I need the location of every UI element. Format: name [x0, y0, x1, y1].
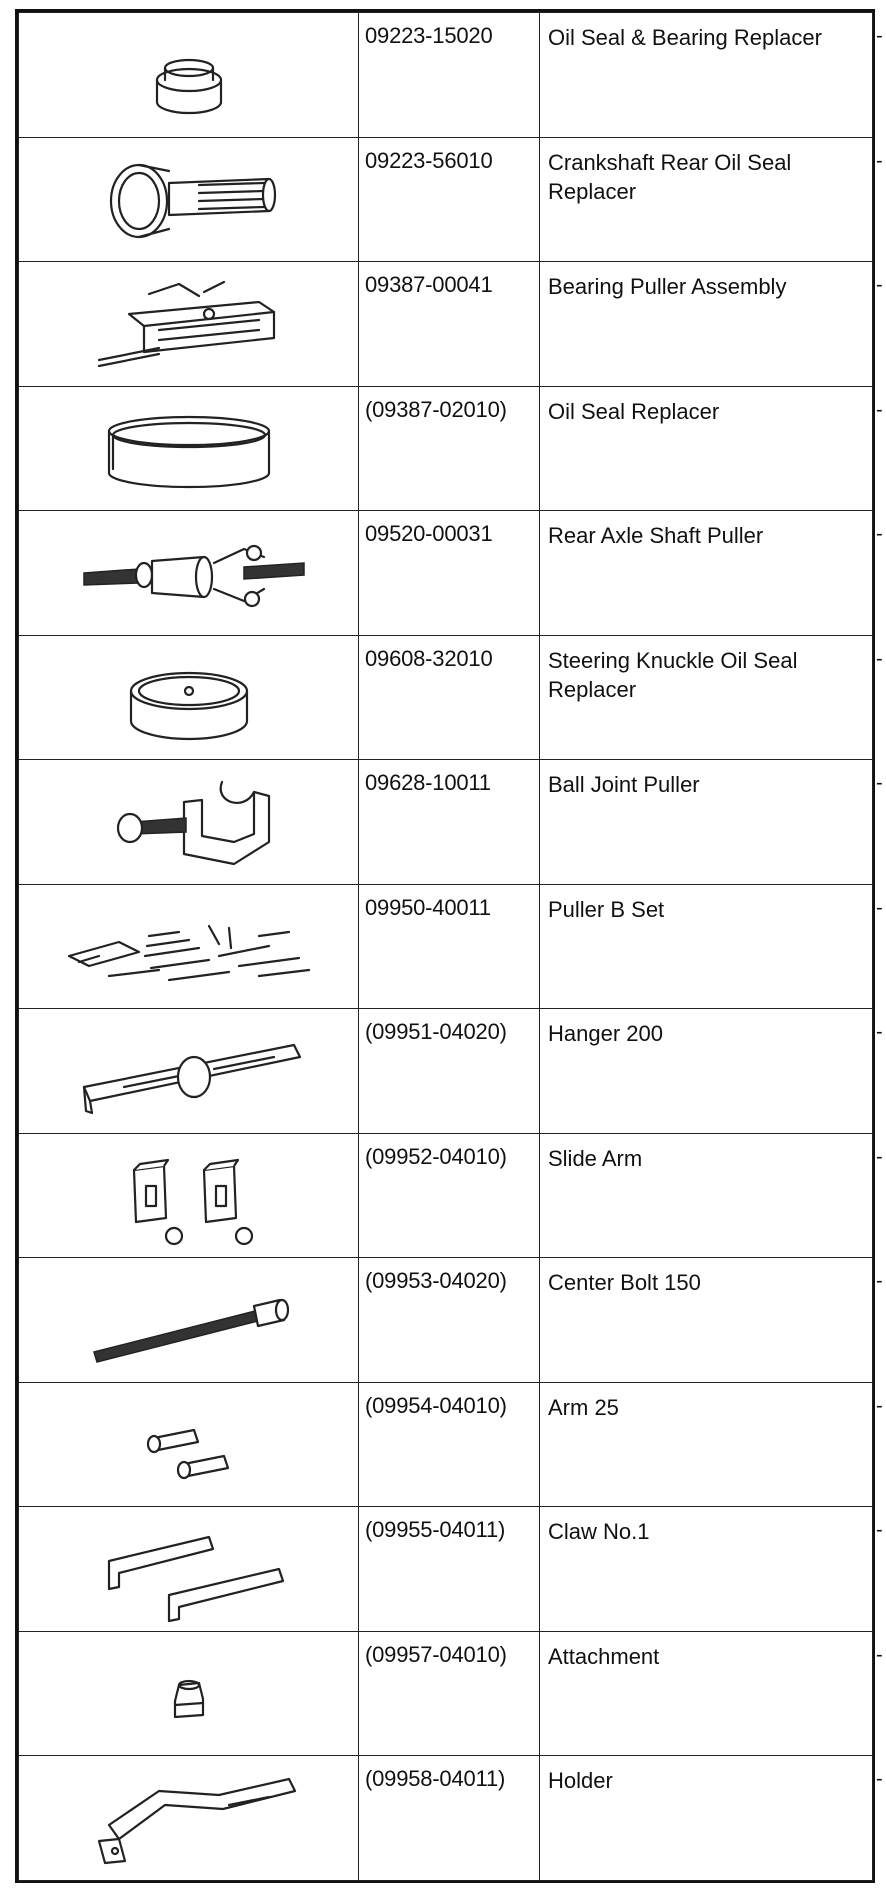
tool-name: Slide Arm — [539, 1132, 873, 1258]
seal-replacer-ring-icon — [155, 58, 222, 114]
table-row: 09628-10011 Ball Joint Puller - — [18, 759, 883, 885]
tool-name: Steering Knuckle Oil Seal Replacer — [539, 634, 873, 760]
part-number: (09953-04020) — [358, 1257, 540, 1383]
puller-set-icon — [67, 925, 310, 982]
tool-name: Bearing Puller Assembly — [539, 261, 873, 387]
arm-icon — [146, 1429, 229, 1480]
table-row: 09520-00031 Rear Axle Shaft Puller - — [18, 510, 883, 636]
tool-name: Oil Seal Replacer — [539, 385, 873, 511]
tool-illustration-cell — [18, 510, 359, 636]
slide-arm-icon — [132, 1159, 253, 1246]
tool-illustration-cell — [18, 1755, 359, 1881]
part-number: (09951-04020) — [358, 1008, 540, 1134]
tool-name: Holder — [539, 1755, 873, 1881]
tool-name: Rear Axle Shaft Puller — [539, 510, 873, 636]
tool-name: Center Bolt 150 — [539, 1257, 873, 1383]
special-tool-table: 09223-15020 Oil Seal & Bearing Replacer … — [18, 12, 883, 1881]
part-number: (09952-04010) — [358, 1132, 540, 1258]
tool-illustration-cell — [18, 759, 359, 885]
part-number: 09628-10011 — [358, 759, 540, 885]
part-number: (09958-04011) — [358, 1755, 540, 1881]
table-row: (09387-02010) Oil Seal Replacer - — [18, 385, 883, 511]
bearing-puller-icon — [97, 280, 275, 367]
tool-illustration-cell — [18, 1506, 359, 1632]
tool-sheet: 09223-15020 Oil Seal & Bearing Replacer … — [15, 9, 883, 1883]
tool-name: Oil Seal & Bearing Replacer — [539, 12, 873, 138]
part-number: 09223-56010 — [358, 136, 540, 262]
table-row: (09957-04010) Attachment - — [18, 1630, 883, 1756]
part-number: 09223-15020 — [358, 12, 540, 138]
tool-name: Attachment — [539, 1630, 873, 1756]
tool-name: Claw No.1 — [539, 1506, 873, 1632]
part-number: (09387-02010) — [358, 385, 540, 511]
tool-illustration-cell — [18, 136, 359, 262]
seal-ring-icon — [107, 416, 270, 489]
tool-name: Puller B Set — [539, 883, 873, 1009]
part-number: 09608-32010 — [358, 634, 540, 760]
tool-name: Arm 25 — [539, 1381, 873, 1507]
tool-illustration-cell — [18, 261, 359, 387]
attachment-icon — [173, 1679, 204, 1718]
tool-illustration-cell — [18, 385, 359, 511]
tool-illustration-cell — [18, 634, 359, 760]
part-number: (09954-04010) — [358, 1381, 540, 1507]
tool-name: Crankshaft Rear Oil Seal Replacer — [539, 136, 873, 262]
table-row: 09950-40011 Puller B Set - — [18, 883, 883, 1009]
crankshaft-seal-replacer-icon — [109, 164, 276, 239]
table-row: 09223-15020 Oil Seal & Bearing Replacer … — [18, 12, 883, 138]
table-row: (09952-04010) Slide Arm - — [18, 1132, 883, 1258]
part-number: 09950-40011 — [358, 883, 540, 1009]
part-number: 09520-00031 — [358, 510, 540, 636]
table-row: (09953-04020) Center Bolt 150 - — [18, 1257, 883, 1383]
tool-name: Hanger 200 — [539, 1008, 873, 1134]
holder-icon — [97, 1778, 296, 1865]
table-row: 09387-00041 Bearing Puller Assembly - — [18, 261, 883, 387]
tool-name: Ball Joint Puller — [539, 759, 873, 885]
ball-joint-puller-icon — [116, 780, 270, 865]
tool-illustration-cell — [18, 1257, 359, 1383]
knuckle-seal-replacer-icon — [129, 672, 248, 741]
table-row: 09223-56010 Crankshaft Rear Oil Seal Rep… — [18, 136, 883, 262]
claw-icon — [107, 1536, 284, 1623]
part-number: (09957-04010) — [358, 1630, 540, 1756]
table-row: (09955-04011) Claw No.1 - — [18, 1506, 883, 1632]
table-row: (09954-04010) Arm 25 - — [18, 1381, 883, 1507]
tool-illustration-cell — [18, 1381, 359, 1507]
center-bolt-icon — [92, 1298, 289, 1363]
tool-illustration-cell — [18, 12, 359, 138]
part-number: (09955-04011) — [358, 1506, 540, 1632]
table-row: (09951-04020) Hanger 200 - — [18, 1008, 883, 1134]
table-row: 09608-32010 Steering Knuckle Oil Seal Re… — [18, 634, 883, 760]
table-row: (09958-04011) Holder - — [18, 1755, 883, 1881]
axle-shaft-puller-icon — [82, 544, 305, 607]
part-number: 09387-00041 — [358, 261, 540, 387]
tool-illustration-cell — [18, 883, 359, 1009]
tool-illustration-cell — [18, 1132, 359, 1258]
tool-illustration-cell — [18, 1630, 359, 1756]
hanger-icon — [82, 1043, 301, 1114]
tool-illustration-cell — [18, 1008, 359, 1134]
